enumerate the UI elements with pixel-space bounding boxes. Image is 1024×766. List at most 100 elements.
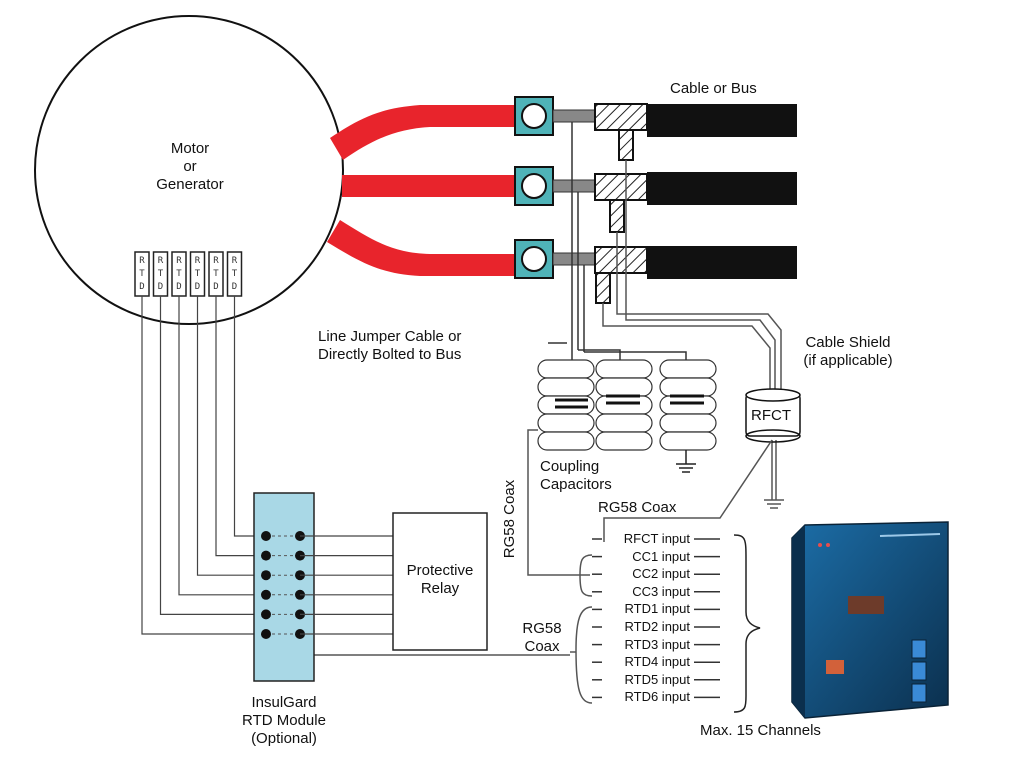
rtd-tab-letter: T [195, 269, 201, 279]
rtd-tab-letter: R [176, 256, 182, 266]
rtd-tab-letter: D [158, 282, 163, 292]
insulgard-line-2: RTD Module [242, 712, 326, 729]
input-label: RTD3 input [624, 636, 690, 652]
input-label: RTD1 input [624, 601, 690, 617]
ground-symbol [676, 450, 696, 473]
rtd-tab-letter: T [139, 269, 145, 279]
input-dashes [592, 538, 720, 699]
rtd-tab: RTD [171, 251, 187, 297]
rtd-tab-letter: R [213, 256, 219, 266]
feeder-cable-top [330, 105, 515, 160]
feeder-cables [327, 105, 515, 276]
capacitor-3 [659, 359, 717, 451]
motor-label-line-1: Motor [170, 140, 210, 157]
rg58-coax-left-label: RG58 Coax [514, 620, 570, 656]
module-terminal [261, 629, 271, 639]
rtd-tab: RTD [189, 251, 206, 297]
module-terminal [261, 570, 271, 581]
rtd-tab-letter: R [158, 256, 164, 266]
bus-cable-mid [647, 172, 797, 205]
line-jumper-line-1: Line Jumper Cable or [318, 328, 462, 345]
input-label: RTD4 input [624, 654, 690, 670]
monitor-device [791, 521, 949, 719]
rg58-coax-vertical-label: RG58 Coax [501, 479, 518, 559]
input-label: CC2 input [632, 566, 690, 582]
rfct-sensor [745, 388, 801, 443]
motor-label-line-3: Generator [156, 176, 224, 193]
shield-wires [602, 160, 784, 509]
rtd-tab-letter: D [195, 282, 200, 292]
rtd-tab-letter: T [158, 269, 164, 279]
coax-lines [284, 429, 773, 704]
insulgard-line-1: InsulGard [251, 694, 317, 711]
insulgard-label: InsulGard RTD Module (Optional) [214, 694, 354, 748]
input-bracket [733, 534, 761, 713]
rtd-tab: RTD [152, 251, 169, 297]
feeder-cable-bot [327, 220, 515, 276]
coupling-capacitors-label: Coupling Capacitors [540, 458, 612, 494]
rtd-tab-letter: D [176, 282, 181, 292]
input-label: RFCT input [623, 531, 690, 546]
input-label: CC3 input [632, 583, 690, 599]
relay-wires [300, 535, 393, 635]
line-jumper-line-2: Directly Bolted to Bus [318, 346, 462, 363]
motor-label-line-2: or [183, 158, 197, 175]
rtd-wire [196, 296, 266, 576]
rg58-coax-left-line-1: RG58 [522, 620, 562, 637]
protective-relay-line-2: Relay [420, 580, 460, 597]
line-jumper-label: Line Jumper Cable or Directly Bolted to … [318, 328, 461, 364]
rtd-tab: RTD [208, 251, 224, 297]
rtd-tab-letter: D [232, 282, 237, 292]
protective-relay-line-1: Protective [406, 562, 474, 579]
module-terminal [261, 609, 271, 620]
input-label: CC1 input [632, 548, 690, 564]
coupling-capacitors [537, 359, 717, 451]
rtd-tab-letter: T [176, 269, 182, 279]
rg58-coax-left-line-2: Coax [524, 638, 560, 655]
cable-or-bus-label: Cable or Bus [670, 80, 757, 97]
rg58-coax-top-label: RG58 Coax [598, 499, 677, 516]
rtd-tab-letter: R [139, 256, 145, 266]
rfct-label: RFCT [751, 407, 791, 424]
max-channels-label: Max. 15 Channels [700, 722, 821, 739]
capacitor-1 [537, 359, 595, 451]
module-terminal [261, 550, 271, 561]
motor-circle [34, 15, 344, 325]
rtd-wires [141, 296, 266, 635]
cable-shield-line-1: Cable Shield [805, 334, 891, 351]
capacitor-2 [595, 359, 653, 451]
cable-shield-line-2: (if applicable) [803, 352, 893, 369]
input-label: RTD6 input [624, 689, 690, 705]
rtd-tab: RTD [226, 251, 243, 297]
cable-shield-label: Cable Shield (if applicable) [788, 334, 908, 370]
module-terminal [261, 589, 271, 600]
cable-terminations [552, 103, 648, 304]
input-label: RTD2 input [624, 619, 690, 634]
rtd-wire [178, 296, 266, 596]
coupling-capacitors-line-2: Capacitors [540, 476, 612, 493]
rtd-tab-letter: T [213, 269, 219, 279]
rtd-wire [141, 296, 266, 635]
insulgard-module-box [253, 492, 315, 682]
bushings [514, 96, 554, 279]
feeder-cable-mid [342, 175, 515, 197]
rtd-tab-letter: D [213, 282, 218, 292]
rtd-tab-letter: R [232, 256, 238, 266]
motor-label: Motor or Generator [130, 140, 250, 194]
rtd-tab-letter: D [139, 282, 144, 292]
bus-cables [647, 104, 797, 279]
rtd-wire [159, 296, 266, 616]
bus-cable-bot [647, 246, 797, 279]
module-terminal [261, 531, 271, 541]
rtd-tab-letter: T [232, 269, 238, 279]
rtd-tab-letter: R [195, 256, 201, 266]
insulgard-line-3: (Optional) [251, 730, 317, 747]
coupling-capacitors-line-1: Coupling [540, 458, 600, 475]
rtd-tab: RTD [134, 251, 150, 297]
bus-cable-top [647, 104, 797, 137]
rtd-wire [215, 296, 266, 557]
protective-relay-box [392, 512, 488, 651]
